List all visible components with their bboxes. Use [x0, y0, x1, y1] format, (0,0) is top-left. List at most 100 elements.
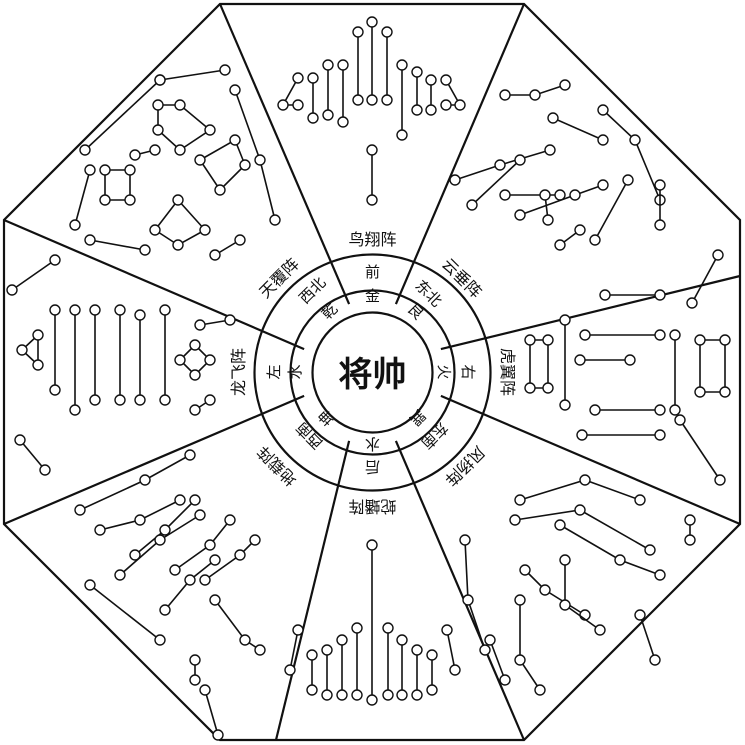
formation-link: [679, 419, 721, 481]
soldier-node: [306, 684, 318, 696]
soldier-node: [574, 504, 586, 516]
soldier-node: [466, 199, 478, 211]
soldier-node: [426, 684, 438, 696]
soldier-node: [542, 382, 554, 394]
soldier-node: [411, 689, 423, 701]
soldier-node: [542, 214, 554, 226]
soldier-node: [614, 554, 626, 566]
sector-se: 风扬阵 东南 巽: [406, 406, 489, 490]
soldier-node: [425, 104, 437, 116]
soldier-node: [254, 644, 266, 656]
sector-w: 龙飞阵 左 水: [229, 348, 304, 396]
soldier-node: [366, 16, 378, 28]
soldier-node: [559, 599, 571, 611]
soldier-node: [599, 289, 611, 301]
soldier-node: [589, 234, 601, 246]
soldier-node: [719, 334, 731, 346]
soldier-node: [204, 394, 216, 406]
soldier-node: [454, 99, 466, 111]
direction-s: 后: [365, 458, 380, 476]
center-label: 将帅: [339, 355, 407, 395]
formation-link: [471, 159, 521, 206]
soldier-node: [152, 99, 164, 111]
soldier-node: [396, 59, 408, 71]
sector-n: 鸟翔阵 前 金: [348, 230, 396, 305]
formation-link: [446, 629, 456, 671]
soldier-node: [686, 297, 698, 309]
soldier-node: [204, 124, 216, 136]
soldier-node: [189, 674, 201, 686]
soldier-node: [99, 194, 111, 206]
soldier-node: [194, 509, 206, 521]
element-n: 金: [365, 287, 380, 305]
soldier-node: [396, 634, 408, 646]
element-e: 火: [435, 364, 453, 379]
soldier-node: [124, 194, 136, 206]
formation-link: [174, 519, 231, 571]
soldier-node: [149, 144, 161, 156]
soldier-node: [79, 144, 91, 156]
formation-link: [519, 479, 641, 501]
soldier-node: [209, 249, 221, 261]
soldier-node: [322, 59, 334, 71]
direction-w: 左: [265, 364, 283, 379]
soldier-node: [134, 309, 146, 321]
soldier-node: [134, 514, 146, 526]
formation-link: [639, 614, 656, 661]
formation-ne: [449, 79, 666, 251]
formation-link: [79, 454, 191, 511]
soldier-node: [189, 404, 201, 416]
soldier-node: [499, 189, 511, 201]
soldier-node: [514, 654, 526, 666]
soldier-node: [84, 164, 96, 176]
soldier-node: [514, 154, 526, 166]
soldier-node: [589, 404, 601, 416]
soldier-node: [559, 554, 571, 566]
soldier-node: [547, 112, 559, 124]
soldier-node: [32, 359, 44, 371]
soldier-node: [189, 654, 201, 666]
soldier-node: [39, 464, 51, 476]
formation-link: [519, 184, 604, 216]
soldier-node: [524, 334, 536, 346]
soldier-node: [129, 149, 141, 161]
formation-n: [277, 16, 466, 206]
soldier-node: [14, 434, 26, 446]
soldier-node: [569, 189, 581, 201]
soldier-node: [337, 116, 349, 128]
soldier-node: [194, 319, 206, 331]
formation-link: [74, 169, 91, 226]
formation-link: [157, 104, 212, 152]
element-w: 水: [286, 364, 304, 379]
soldier-node: [366, 194, 378, 206]
formation-link: [691, 254, 719, 304]
formation-e: [524, 249, 731, 486]
soldier-node: [322, 109, 334, 121]
soldier-node: [597, 104, 609, 116]
soldier-node: [69, 304, 81, 316]
soldier-node: [159, 524, 171, 536]
soldier-node: [212, 729, 224, 741]
formation-link: [199, 138, 246, 192]
soldier-node: [89, 394, 101, 406]
soldier-node: [199, 684, 211, 696]
soldier-node: [174, 354, 186, 366]
soldier-node: [336, 689, 348, 701]
soldier-node: [49, 304, 61, 316]
soldier-node: [277, 99, 289, 111]
soldier-node: [449, 664, 461, 676]
soldier-node: [99, 164, 111, 176]
formation-se: [459, 474, 696, 696]
soldier-node: [239, 159, 251, 171]
formation-link: [524, 569, 586, 616]
soldier-node: [174, 144, 186, 156]
soldier-node: [159, 304, 171, 316]
soldier-node: [622, 174, 634, 186]
sector-s: 蛇蟠阵 后 水: [348, 435, 396, 516]
soldier-node: [189, 494, 201, 506]
soldier-node: [184, 574, 196, 586]
soldier-node: [284, 664, 296, 676]
soldier-node: [654, 404, 666, 416]
soldier-node: [459, 534, 471, 546]
